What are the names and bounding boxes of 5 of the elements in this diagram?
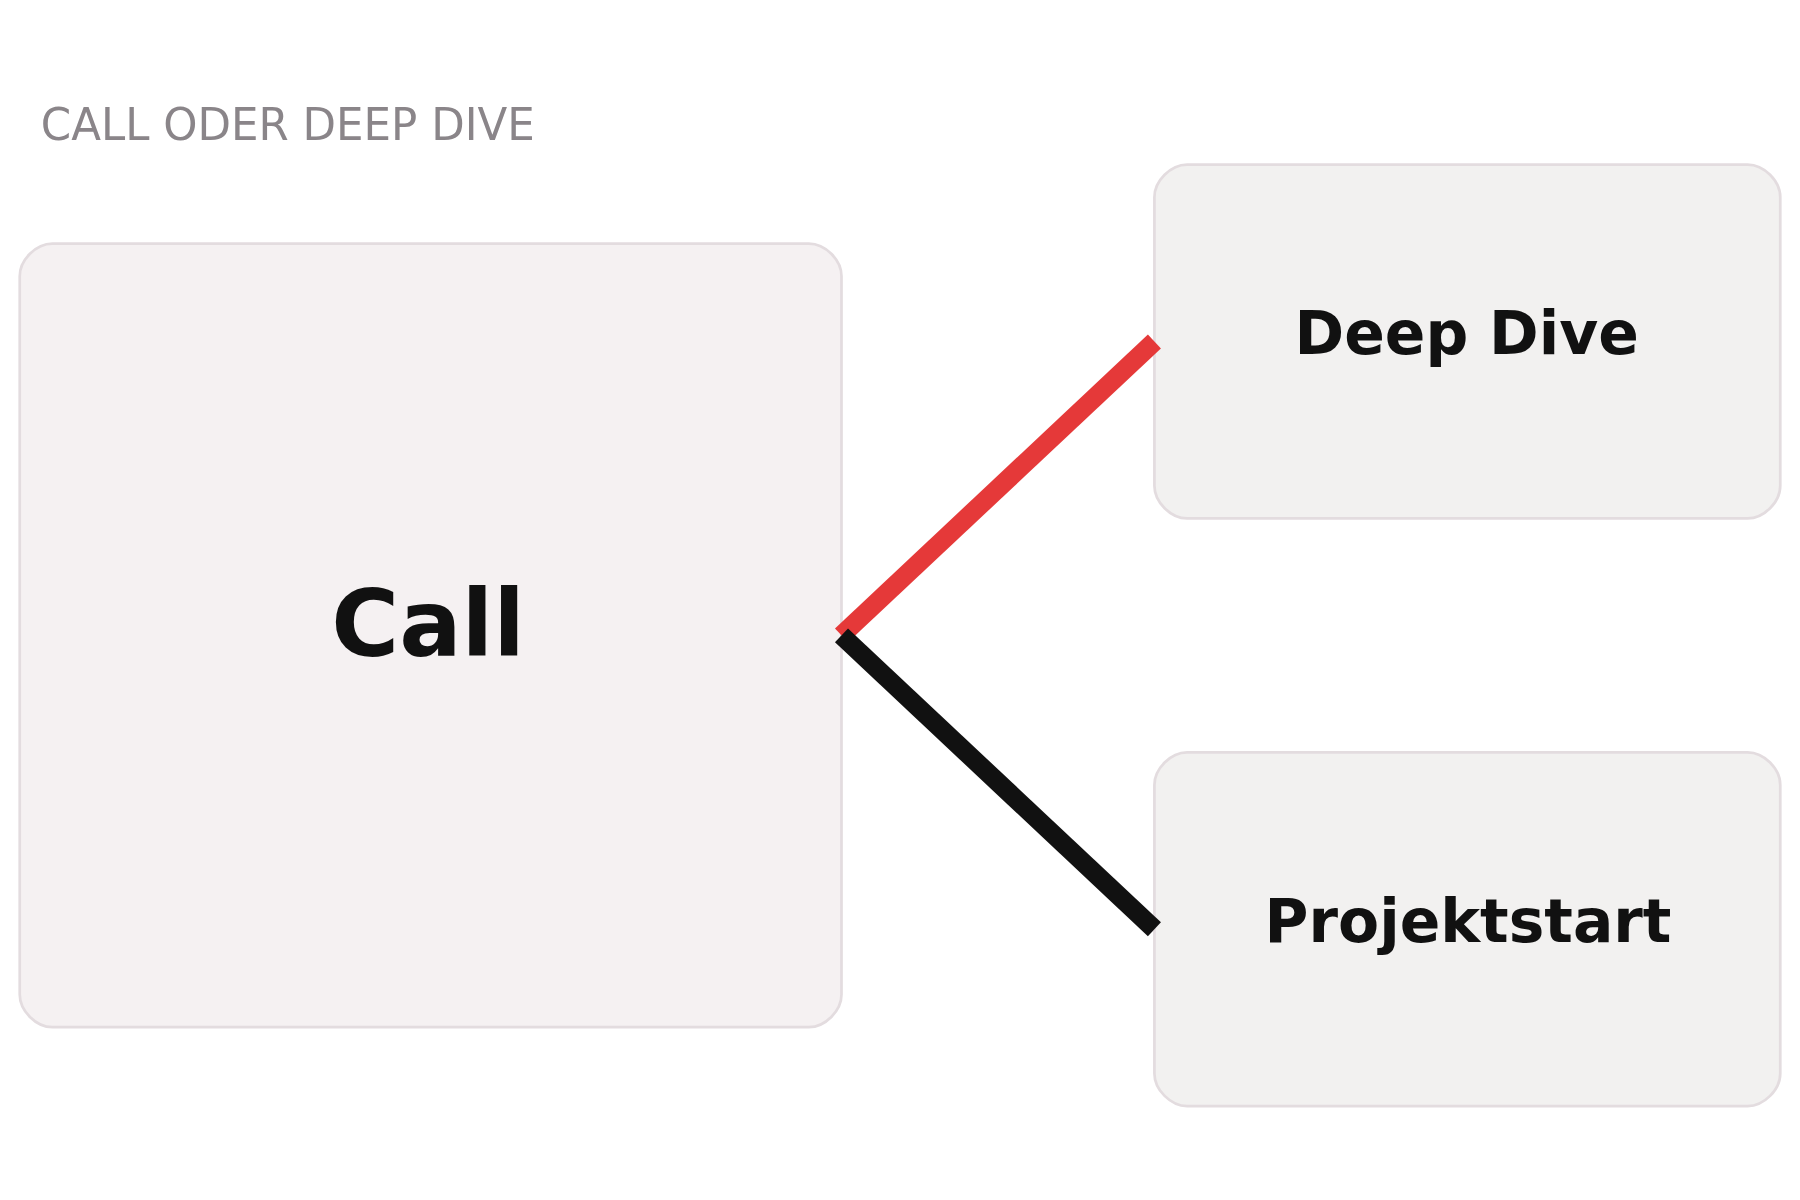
connector: [834, 628, 1161, 937]
diagram-title: CALL ODER DEEP DIVE: [40, 99, 535, 150]
node-box: Deep Dive: [1153, 163, 1782, 520]
node-box: Projektstart: [1153, 751, 1782, 1108]
node-box: Call: [18, 242, 843, 1029]
